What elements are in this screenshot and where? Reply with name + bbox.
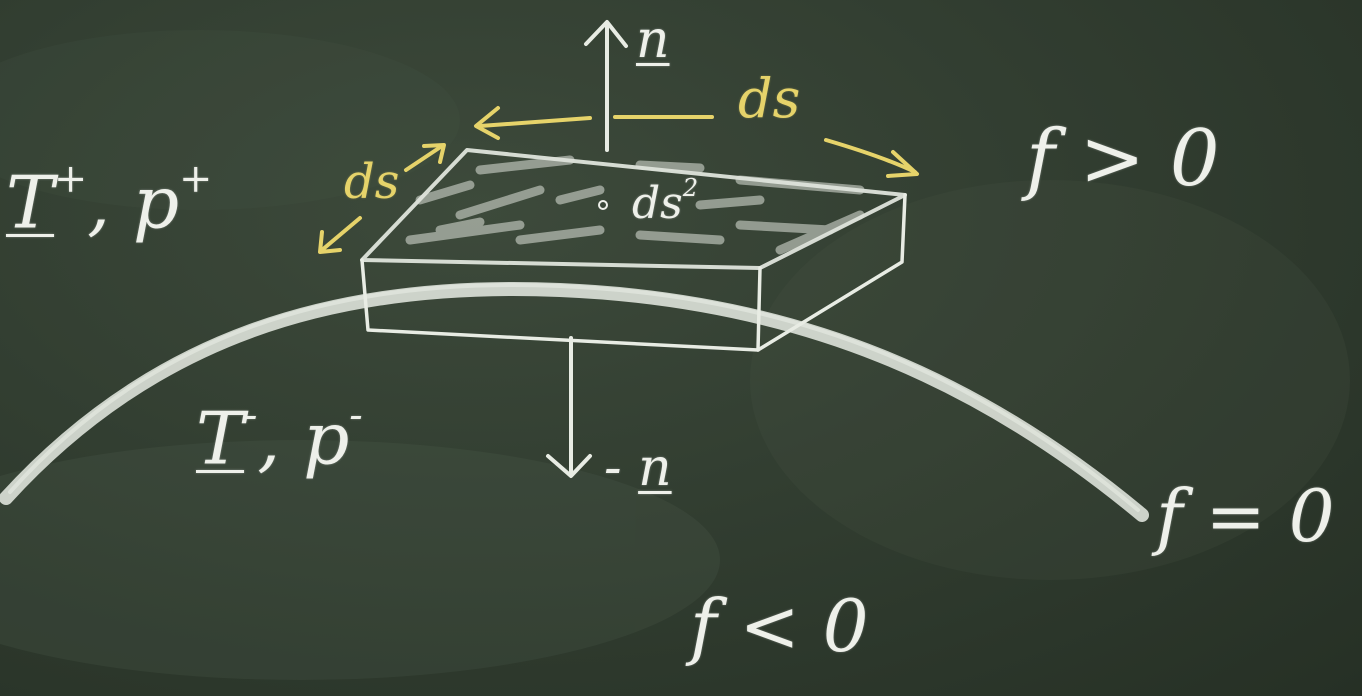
interface-curve: [0, 281, 1149, 522]
upper-region-label: T+, p+: [6, 156, 213, 245]
ds-label-left: ds: [344, 154, 400, 210]
stress-upper-sup: +: [54, 156, 88, 202]
pressure-upper: p: [132, 160, 180, 245]
ds-label-right: ds: [738, 67, 801, 130]
interface-curve-highlight: [8, 282, 1140, 512]
surface-element-box: [360, 148, 907, 352]
normal-arrow-up: [584, 20, 628, 152]
normal-down-label: - n: [604, 442, 672, 494]
stress-tensor-lower: T: [196, 396, 245, 481]
normal-arrow-down: [546, 336, 592, 478]
pressure-lower-sup: -: [349, 392, 363, 438]
normal-down-symbol: n: [638, 438, 672, 498]
f-negative-label: f < 0: [690, 584, 869, 668]
normal-up-label: n: [636, 10, 670, 70]
f-positive-label: f > 0: [1026, 114, 1220, 204]
stress-tensor-upper: T: [6, 160, 55, 245]
pressure-upper-sup: +: [179, 156, 213, 202]
eraser-smudges: [0, 30, 1350, 680]
normal-down-sign: -: [604, 438, 622, 498]
pressure-lower: p: [303, 396, 350, 481]
ds-arrow-horizontal: [474, 106, 919, 178]
area-element-label: ds2: [632, 174, 699, 229]
f-zero-label: f = 0: [1156, 474, 1335, 558]
ds-arrow-diagonal: [318, 143, 446, 254]
stress-lower-sup: -: [244, 392, 258, 438]
lower-region-label: T-, p-: [196, 392, 363, 481]
